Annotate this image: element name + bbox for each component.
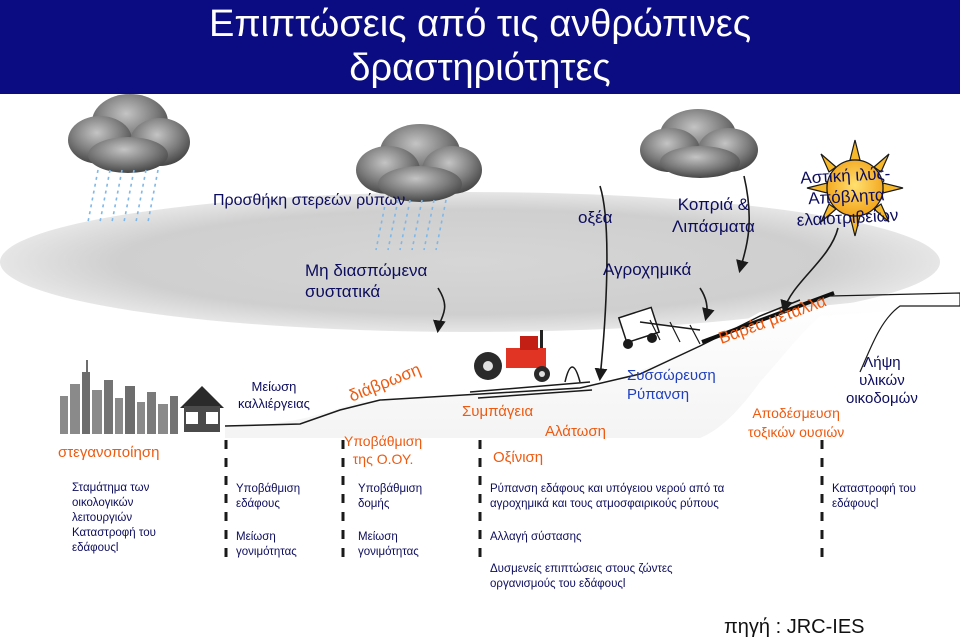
compaction-lines [469, 381, 593, 399]
label-sealing: στεγανοποίηση [58, 444, 160, 461]
house-icon [180, 386, 224, 432]
effect-col-4-b: Αλλαγή σύστασης [490, 531, 582, 543]
rain-drops [87, 169, 159, 223]
heavy-metals-slope [701, 291, 835, 344]
label-material-extraction: Λήψη υλικών οικοδομών [846, 354, 918, 407]
label-manure-fertilizers: Κοπριά & Λιπάσματα [672, 195, 755, 236]
page-title: Επιπτώσεις από τις ανθρώπινες δραστηριότ… [0, 2, 960, 90]
label-solid-waste: Προσθήκη στερεών ρύπων [213, 192, 406, 209]
effect-col-2-b: Μείωση γονιμότητας [236, 531, 297, 558]
rain-cloud-left [68, 94, 190, 223]
effect-col-3-a: Υποβάθμιση δομής [358, 483, 423, 510]
label-non-degradable: Μη διασπώμενα συστατικά [305, 261, 428, 301]
title-line-1: Επιπτώσεις από τις ανθρώπινες [208, 3, 752, 45]
rain-cloud-center [356, 124, 482, 251]
cloud-right [640, 109, 758, 178]
effect-col-3-b: Μείωση γονιμότητας [358, 531, 419, 558]
label-accumulation-pollution: Συσσώρευση Ρύπανση [627, 367, 716, 403]
label-acidification: Οξίνιση [493, 449, 544, 466]
sun-icon [806, 139, 904, 237]
label-compaction: Συμπάγεια [462, 403, 534, 420]
label-toxic-release: Αποδέσμευση τοξικών ουσιών [748, 405, 845, 440]
impact-arrows [433, 175, 839, 382]
landscape-slope [225, 292, 960, 438]
effect-col-2-a: Υποβάθμιση εδάφους [236, 483, 301, 510]
label-less-cultivation: Μείωση καλλιέργειας [238, 379, 310, 411]
column-dividers [224, 440, 824, 560]
title-line-2: δραστηριότητες [349, 47, 611, 89]
effect-col-4-a: Ρύπανση εδάφους και υπόγειου νερού από τ… [490, 483, 725, 510]
label-salinisation: Αλάτωση [545, 423, 606, 440]
source-credit: πηγή : JRC-IES [724, 616, 865, 638]
rain-drops [375, 199, 447, 251]
effect-col-1: Σταμάτημα των οικολογικών λειτουργιών Κα… [72, 482, 156, 554]
label-sludge-wastewater: Αστική ιλύς- Απόβλητα ελαιοτριβείων [796, 163, 899, 230]
sprayer-truck-icon [617, 306, 701, 349]
tractor-icon [474, 330, 550, 382]
label-acid: οξέα [578, 208, 613, 227]
effect-col-5: Καταστροφή του εδάφουςl [832, 483, 916, 510]
quarry-pit [829, 292, 960, 373]
plough-icon [564, 366, 581, 383]
city-skyline-icon [60, 360, 178, 434]
label-om-degradation: Υποβάθμιση της Ο.ΟΥ. [344, 433, 423, 467]
label-agrochemicals: Αγροχημικά [603, 260, 692, 279]
effect-col-4-c: Δυσμενείς επιπτώσεις στους ζώντες οργανι… [490, 563, 673, 590]
title-bar [0, 0, 960, 94]
